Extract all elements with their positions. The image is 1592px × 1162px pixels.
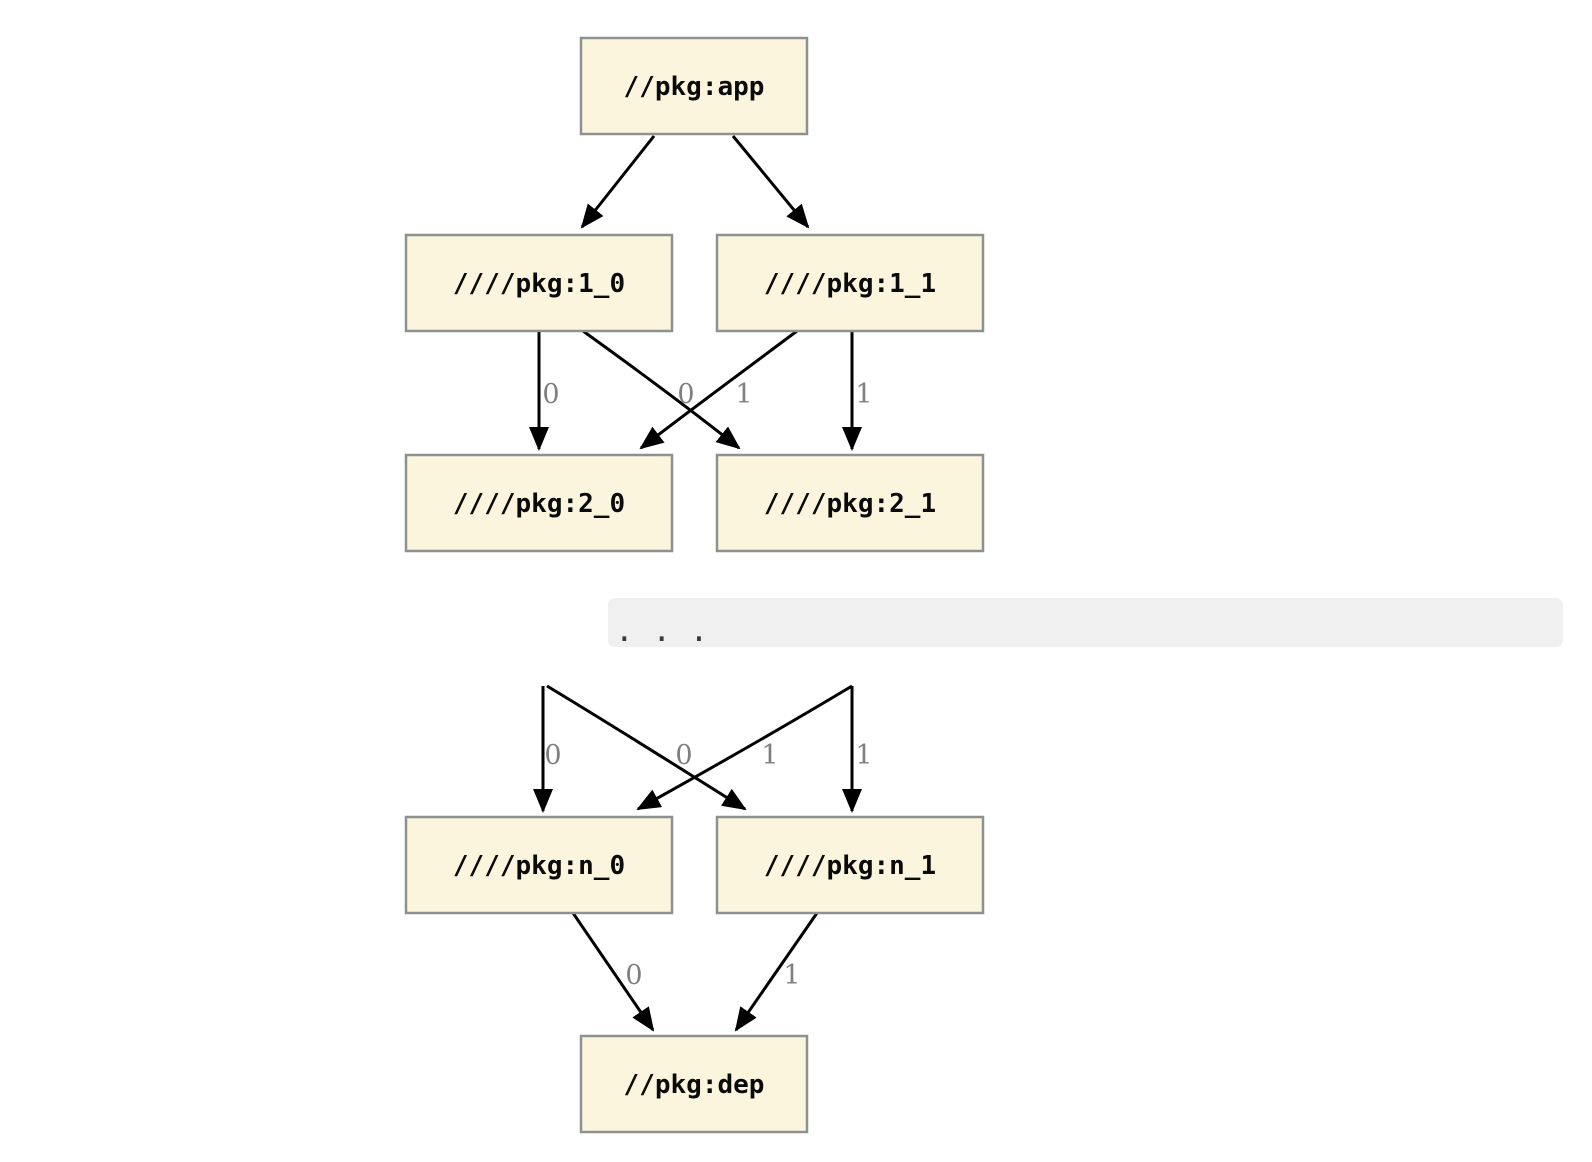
edge-label-elided-right-to-n-1: 1: [855, 740, 872, 771]
edge-label-1-0-to-2-0: 0: [542, 379, 559, 410]
node-pkg-1-0-label: ////pkg:1_0: [453, 269, 625, 299]
node-pkg-n-1-box: [715, 815, 985, 915]
node-pkg-1-1-label: ////pkg:1_1: [764, 269, 936, 299]
node-pkg-2-1: ////pkg:2_1: [715, 453, 985, 553]
ellipsis-text: . . .: [615, 613, 708, 649]
node-pkg-app: //pkg:app: [579, 36, 809, 136]
node-pkg-1-1: ////pkg:1_1: [715, 233, 985, 333]
edge-label-elided-left-to-n-0: 0: [544, 740, 561, 771]
node-pkg-2-0: ////pkg:2_0: [404, 453, 674, 553]
edge-label-elided-right-to-n-0: 0: [675, 740, 692, 771]
edge-n-1-to-dep: [734, 912, 819, 1032]
edge-1-1-to-2-0: [639, 329, 798, 450]
node-pkg-2-1-label: ////pkg:2_1: [764, 489, 936, 519]
node-pkg-n-0-label: ////pkg:n_0: [453, 851, 625, 881]
edge-elided-left-to-n-1: [546, 684, 747, 811]
node-pkg-n-0-box: [404, 815, 674, 915]
node-pkg-dep: //pkg:dep: [579, 1034, 809, 1134]
node-pkg-n-1: ////pkg:n_1: [715, 815, 985, 915]
node-pkg-n-1-label: ////pkg:n_1: [764, 851, 936, 881]
edge-label-1-1-to-2-1: 1: [855, 379, 872, 410]
node-pkg-2-0-box: [404, 453, 674, 553]
edge-n-0-to-dep: [571, 912, 655, 1032]
node-pkg-dep-label: //pkg:dep: [624, 1070, 765, 1100]
edge-label-elided-left-to-n-1: 1: [761, 740, 778, 771]
edge-label-1-0-to-2-1: 1: [735, 379, 752, 410]
edge-app-to-1-0: [580, 135, 656, 229]
node-pkg-dep-box: [579, 1034, 809, 1134]
node-pkg-n-0: ////pkg:n_0: [404, 815, 674, 915]
edge-label-1-1-to-2-0: 0: [677, 379, 694, 410]
edge-1-0-to-2-1: [582, 329, 741, 450]
node-pkg-1-0: ////pkg:1_0: [404, 233, 674, 333]
node-group: //pkg:app ////pkg:1_0 ////pkg:1_1 ////pk…: [404, 36, 985, 1134]
ellipsis-band: . . .: [608, 598, 1563, 649]
node-pkg-1-1-box: [715, 233, 985, 333]
edge-elided-right-to-n-0: [636, 684, 853, 811]
edge-app-to-1-1: [731, 135, 810, 229]
edge-label-group: 0 0 1 1 0 0 1 1 0 1: [542, 379, 872, 991]
ellipsis-band-background: [608, 598, 1563, 647]
node-pkg-2-1-box: [715, 453, 985, 553]
node-pkg-app-label: //pkg:app: [624, 72, 765, 102]
edge-label-n-0-to-dep: 0: [625, 960, 642, 991]
node-pkg-2-0-label: ////pkg:2_0: [453, 489, 625, 519]
edge-label-n-1-to-dep: 1: [783, 960, 800, 991]
edge-group: [529, 135, 862, 1032]
node-pkg-app-box: [579, 36, 809, 136]
node-pkg-1-0-box: [404, 233, 674, 333]
